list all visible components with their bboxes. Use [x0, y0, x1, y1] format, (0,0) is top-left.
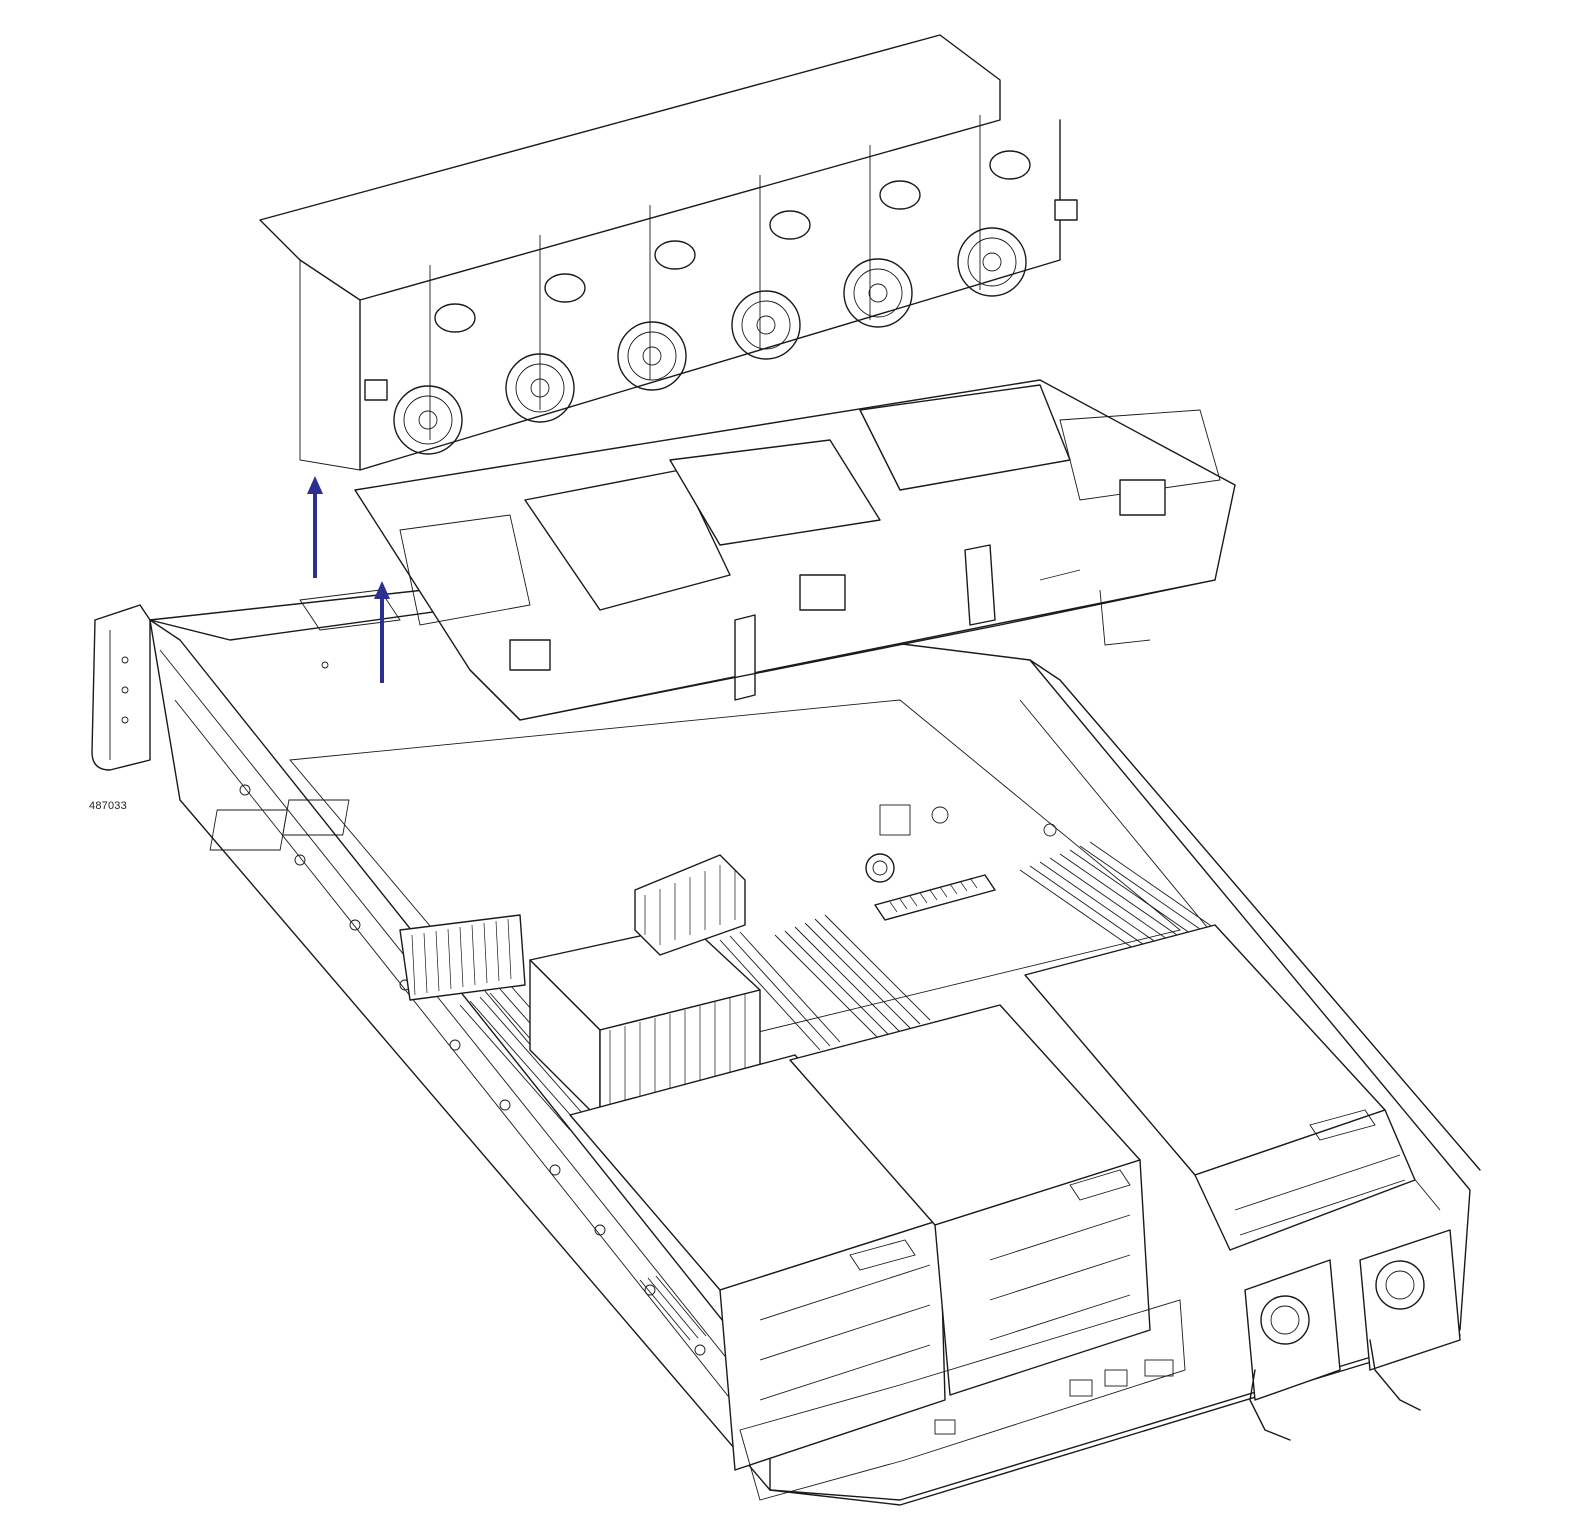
figure-id-label: 487033 [89, 800, 127, 812]
cpu-heatsink-2 [634, 854, 746, 956]
rear-io-panel [739, 1299, 1186, 1501]
lift-arrow-2 [374, 581, 390, 683]
air-duct [354, 379, 1236, 721]
pci-heatsink [399, 914, 526, 1001]
pcie-riser-2 [789, 1004, 1151, 1396]
fan-module-latch-left [364, 379, 388, 401]
pcie-riser-3 [1024, 924, 1416, 1251]
fan-handles [434, 150, 1031, 333]
fan-1 [393, 385, 463, 455]
fan-module [259, 34, 1061, 471]
cpu-heatsink-1 [529, 924, 761, 1121]
fan-3 [617, 321, 687, 391]
fan-4 [731, 290, 801, 360]
fan-module-latch-right [1054, 199, 1078, 221]
fan-5 [843, 258, 913, 328]
power-supply-2 [1359, 1229, 1461, 1411]
side-vents [639, 1275, 707, 1341]
dimm-slots-right [1019, 841, 1221, 961]
dimm-slots-middle [719, 914, 931, 1051]
lift-arrow-1 [307, 476, 323, 578]
power-supply-1 [1244, 1259, 1341, 1441]
fan-6 [957, 227, 1027, 297]
pcie-riser-1 [569, 1054, 946, 1471]
fan-2 [505, 353, 575, 423]
front-rack-ear [91, 604, 151, 771]
